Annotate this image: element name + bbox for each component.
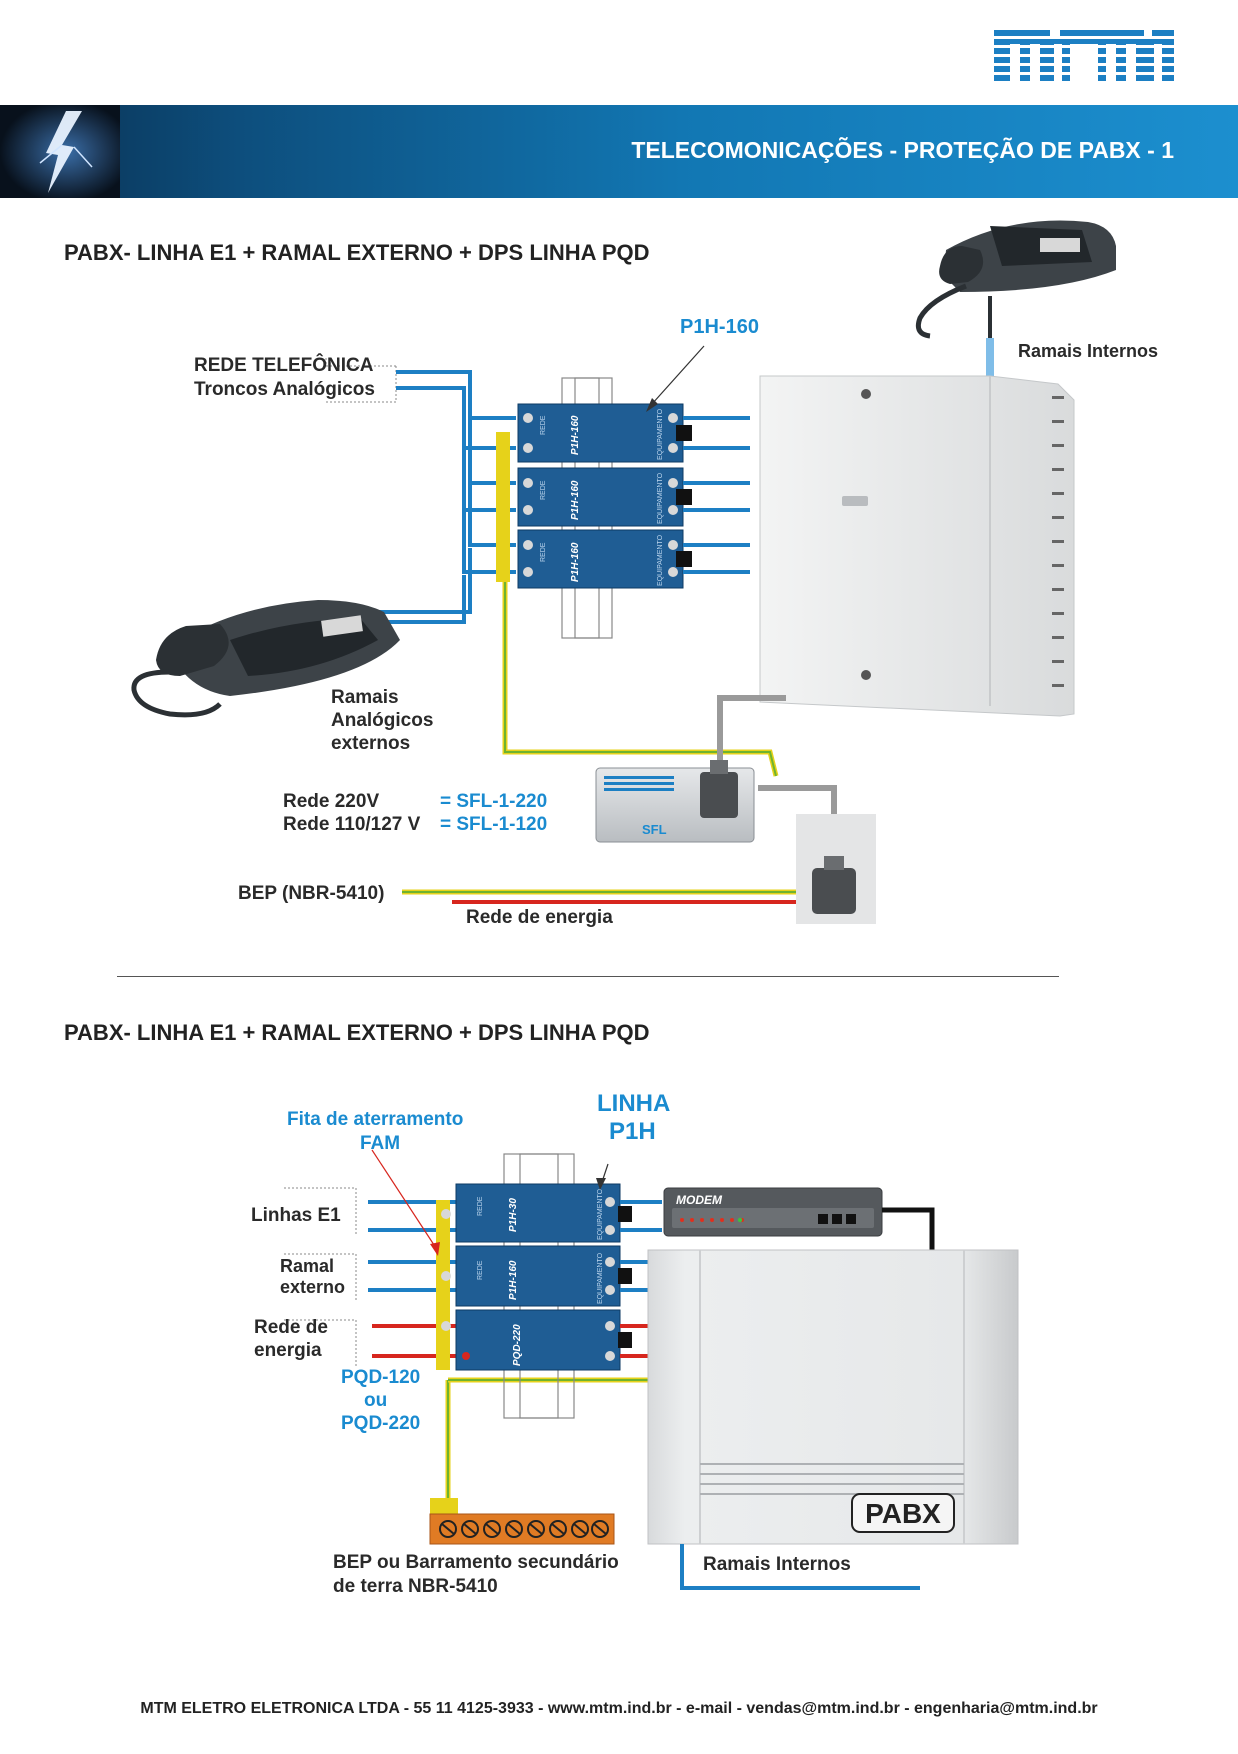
rede-telefonica-label: REDE TELEFÔNICA [194, 355, 374, 376]
rede-telefonica-bracket [325, 356, 397, 403]
fam-pointer-arrow [371, 1149, 440, 1256]
module-model-text: P1H-160 [508, 1260, 519, 1300]
module-rede-text: REDE [477, 1260, 484, 1280]
section-divider [117, 976, 1059, 977]
module-rede-text: REDE [540, 415, 547, 435]
module-model-text: P1H-160 [570, 480, 581, 520]
rede-de-label: Rede de [254, 1317, 328, 1338]
ramais-internos-wire [986, 338, 994, 376]
bep-label: BEP (NBR-5410) [238, 883, 385, 904]
pabx-label: PABX [865, 1498, 941, 1529]
p1h-160-label: P1H-160 [680, 316, 759, 338]
label-brackets [284, 1187, 357, 1366]
terra-nbr-label: de terra NBR-5410 [333, 1576, 498, 1597]
pabx-cabinet [759, 375, 1075, 717]
module-model-text: P1H-160 [570, 542, 581, 582]
p1h-pointer-arrow [646, 345, 705, 412]
linha-label: LINHA [597, 1090, 671, 1117]
pqd-220-label: PQD-220 [341, 1413, 421, 1434]
p1h-160-module-3: REDE P1H-160 EQUIPAMENTO [517, 529, 692, 589]
banner-photo [0, 105, 120, 198]
externos-label: externos [331, 733, 411, 754]
module-rede-text: REDE [540, 542, 547, 562]
module-equip-text: EQUIPAMENTO [657, 408, 664, 460]
ground-strip [496, 432, 779, 777]
footer-contact: MTM ELETRO ELETRONICA LTDA - 55 11 4125-… [140, 1700, 1098, 1717]
mtm-logo-icon [994, 30, 1174, 82]
telephone-wires-out [683, 416, 750, 574]
troncos-analogicos-label: Troncos Analógicos [194, 379, 375, 400]
fita-aterramento-label: Fita de aterramento [287, 1109, 464, 1130]
wall-outlet [796, 814, 876, 924]
p1h-label: P1H [609, 1118, 656, 1145]
header-banner [0, 105, 1238, 198]
module-rede-text: REDE [477, 1196, 484, 1216]
sfl-device: SFL [595, 760, 755, 843]
diagram1-heading: PABX- LINHA E1 + RAMAL EXTERNO + DPS LIN… [64, 240, 650, 265]
module-model-text: P1H-30 [508, 1198, 519, 1232]
p1h-160-module-b: REDE P1H-160 EQUIPAMENTO [441, 1245, 632, 1307]
fam-label: FAM [360, 1133, 401, 1154]
page-title: TELECOMONICAÇÕES - PROTEÇÃO DE PABX - 1 [631, 137, 1174, 163]
module-equip-text: EQUIPAMENTO [597, 1252, 604, 1304]
ramais-label: Ramais [331, 687, 399, 708]
modem-label: MODEM [676, 1193, 723, 1207]
module-equip-text: EQUIPAMENTO [657, 472, 664, 524]
modem-device: MODEM [663, 1187, 935, 1250]
ramais-internos-label-2: Ramais Internos [703, 1554, 851, 1575]
module-model-text: PQD-220 [512, 1324, 523, 1366]
diagram2-heading: PABX- LINHA E1 + RAMAL EXTERNO + DPS LIN… [64, 1020, 650, 1045]
sfl-1-120-label: = SFL-1-120 [440, 814, 548, 835]
module-rede-text: REDE [540, 480, 547, 500]
module-equip-text: EQUIPAMENTO [597, 1188, 604, 1240]
lightning-icon [0, 105, 120, 198]
p1h-30-module: REDE P1H-30 EQUIPAMENTO [441, 1183, 632, 1243]
p1h-160-module-1: REDE P1H-160 EQUIPAMENTO [517, 403, 692, 463]
rede-220-label: Rede 220V [283, 791, 380, 812]
bep-barramento-label: BEP ou Barramento secundário [333, 1552, 619, 1573]
ramal-label: Ramal [280, 1256, 335, 1276]
linhas-e1-label: Linhas E1 [251, 1205, 341, 1226]
analogicos-label: Analógicos [331, 710, 434, 731]
module-model-text: P1H-160 [570, 415, 581, 455]
ramais-internos-label: Ramais Internos [1018, 341, 1159, 361]
ou-label: ou [364, 1390, 388, 1411]
linha-p1h-pointer [596, 1163, 609, 1190]
telephone-left-icon [131, 600, 400, 718]
rede-110-label: Rede 110/127 V [283, 814, 421, 835]
module-equip-text: EQUIPAMENTO [657, 534, 664, 586]
ground-terminal-bar [429, 1498, 615, 1545]
p1h-160-module-2: REDE P1H-160 EQUIPAMENTO [517, 467, 692, 527]
sfl-label: SFL [642, 822, 667, 837]
sfl-1-220-label: = SFL-1-220 [440, 791, 548, 812]
ramais-internos-wire-2 [680, 1544, 920, 1590]
externo-label: externo [280, 1277, 346, 1297]
pqd-120-label: PQD-120 [341, 1367, 421, 1388]
rede-de-energia-label: Rede de energia [466, 907, 613, 928]
telephone-top-icon [915, 220, 1116, 339]
pabx-cabinet-2: PABX [647, 1249, 1019, 1545]
energia-label: energia [254, 1340, 322, 1361]
pqd-220-module: PQD-220 [441, 1309, 632, 1371]
